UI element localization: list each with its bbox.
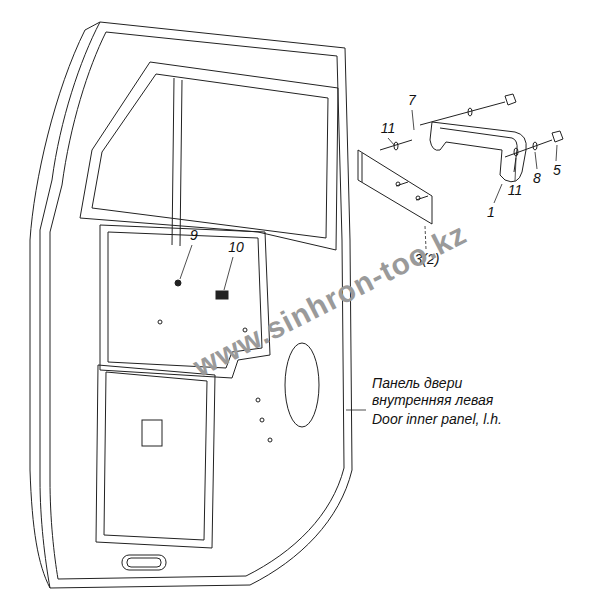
bolt — [420, 102, 505, 125]
door-edge — [30, 22, 100, 470]
window-divider — [172, 78, 182, 246]
leader-lines — [180, 110, 557, 410]
mounting-plate — [358, 150, 432, 224]
grab-handle-edge — [440, 128, 517, 172]
mount-hole — [175, 280, 181, 286]
washer — [468, 108, 472, 116]
callout-number: 5 — [553, 162, 561, 178]
callout-number: 1 — [487, 204, 495, 220]
washer — [514, 148, 518, 156]
mounting-plate-edge — [362, 153, 363, 182]
oval-opening — [285, 343, 319, 427]
callout-number: 11 — [381, 120, 396, 136]
mount-hole — [256, 398, 260, 402]
window-frame — [80, 62, 338, 250]
drain-slot — [122, 555, 166, 570]
lower-opening — [96, 365, 215, 548]
mount-hole — [268, 438, 272, 442]
callout-number: 7 — [408, 92, 416, 108]
grab-handle — [430, 122, 526, 182]
callout-number: 9 — [190, 227, 198, 243]
bolt-head — [505, 94, 516, 105]
mount-hole — [260, 418, 264, 422]
mount-hole — [158, 320, 162, 324]
window-glass — [92, 74, 328, 238]
bolt-head — [552, 131, 563, 142]
part-name: Door inner panel, l.h. — [372, 411, 502, 428]
callout-number: 8 — [533, 170, 541, 186]
hinge-plate — [142, 420, 162, 446]
door-edge — [30, 470, 50, 588]
callout-number: 11 — [508, 182, 523, 198]
lower-opening — [104, 372, 207, 540]
screw — [380, 140, 412, 150]
part-name: Панель двери внутренняя левая — [372, 375, 502, 409]
bolt — [505, 140, 552, 157]
screw — [396, 182, 428, 200]
mount-hole — [216, 291, 228, 299]
drain-slot — [127, 558, 161, 567]
washer — [533, 142, 537, 150]
callout-number: 10 — [228, 239, 244, 255]
